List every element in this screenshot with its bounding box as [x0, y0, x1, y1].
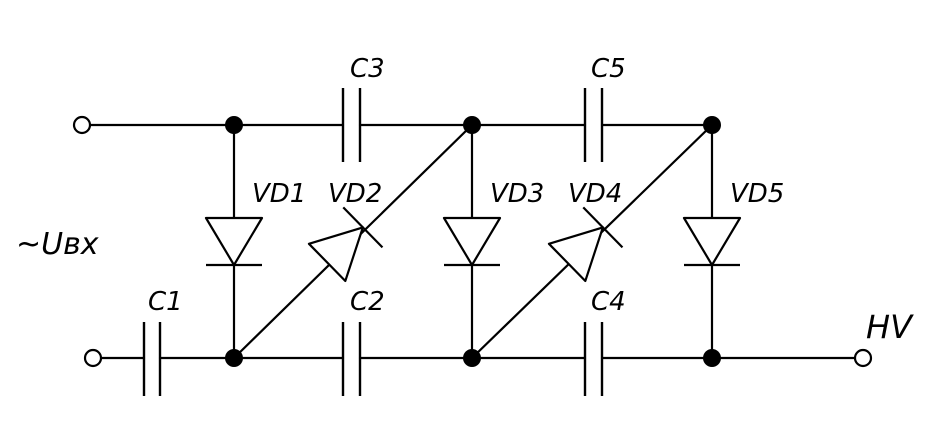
- c2-label: C2: [350, 287, 385, 317]
- c1-label: C1: [148, 287, 183, 317]
- c3-label: C3: [350, 54, 385, 84]
- capacitor-c5: [583, 88, 604, 162]
- capacitor-c4: [583, 322, 604, 396]
- diode-vd3: [442, 216, 502, 267]
- input-terminal-bottom: [83, 348, 103, 368]
- diode-vd5: [682, 216, 742, 267]
- diode-vd1: [204, 216, 264, 267]
- vd5-label: VD5: [730, 179, 784, 209]
- input-terminal-top: [72, 115, 92, 135]
- vd1-label: VD1: [252, 179, 306, 209]
- vd3-label: VD3: [490, 179, 544, 209]
- capacitor-c1: [142, 322, 162, 396]
- diode-vd2: [307, 206, 384, 283]
- output-hv-label: HV: [866, 308, 914, 346]
- output-terminal: [853, 348, 873, 368]
- c5-label: C5: [591, 54, 626, 84]
- input-voltage-label: ~Uвх: [16, 227, 99, 262]
- vd4-label: VD4: [568, 179, 622, 209]
- capacitor-c3: [341, 88, 362, 162]
- c4-label: C4: [591, 287, 626, 317]
- capacitor-c2: [341, 322, 362, 396]
- junction-node: [225, 116, 243, 134]
- diode-vd4: [547, 206, 624, 283]
- junction-node: [703, 349, 721, 367]
- junction-node: [463, 116, 481, 134]
- junction-node: [225, 349, 243, 367]
- junction-node: [703, 116, 721, 134]
- junction-node: [463, 349, 481, 367]
- vd2-label: VD2: [328, 179, 382, 209]
